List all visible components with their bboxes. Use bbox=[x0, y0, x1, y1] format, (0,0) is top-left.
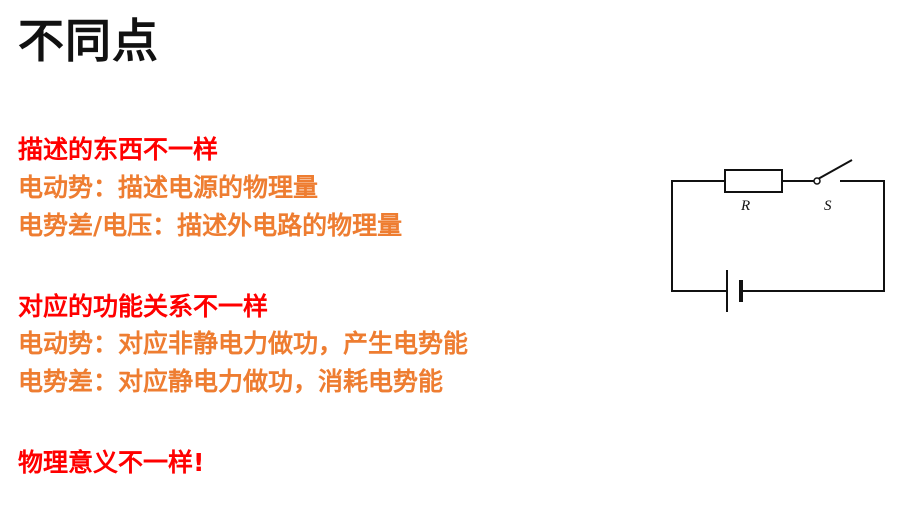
emf-description-line: 电动势：描述电源的物理量 bbox=[18, 173, 319, 202]
switch-lever bbox=[817, 159, 853, 180]
section-heading-function: 对应的功能关系不一样 bbox=[18, 292, 269, 321]
voltage-function-line: 电势差：对应静电力做功，消耗电势能 bbox=[18, 367, 444, 396]
section-heading-description: 描述的东西不一样 bbox=[18, 135, 219, 164]
resistor-label: R bbox=[741, 198, 751, 214]
switch-label: S bbox=[824, 198, 832, 214]
left-wire bbox=[671, 180, 726, 292]
conclusion-line: 物理意义不一样! bbox=[18, 448, 205, 477]
emf-function-line: 电动势：对应非静电力做功，产生电势能 bbox=[18, 329, 469, 358]
voltage-description-line: 电势差/电压：描述外电路的物理量 bbox=[18, 211, 403, 240]
switch-contact bbox=[813, 177, 821, 185]
resistor bbox=[724, 169, 783, 193]
circuit-diagram: R S bbox=[660, 148, 900, 323]
right-wire bbox=[742, 180, 885, 292]
circuit-svg bbox=[671, 159, 885, 312]
page-title: 不同点 bbox=[18, 14, 159, 68]
